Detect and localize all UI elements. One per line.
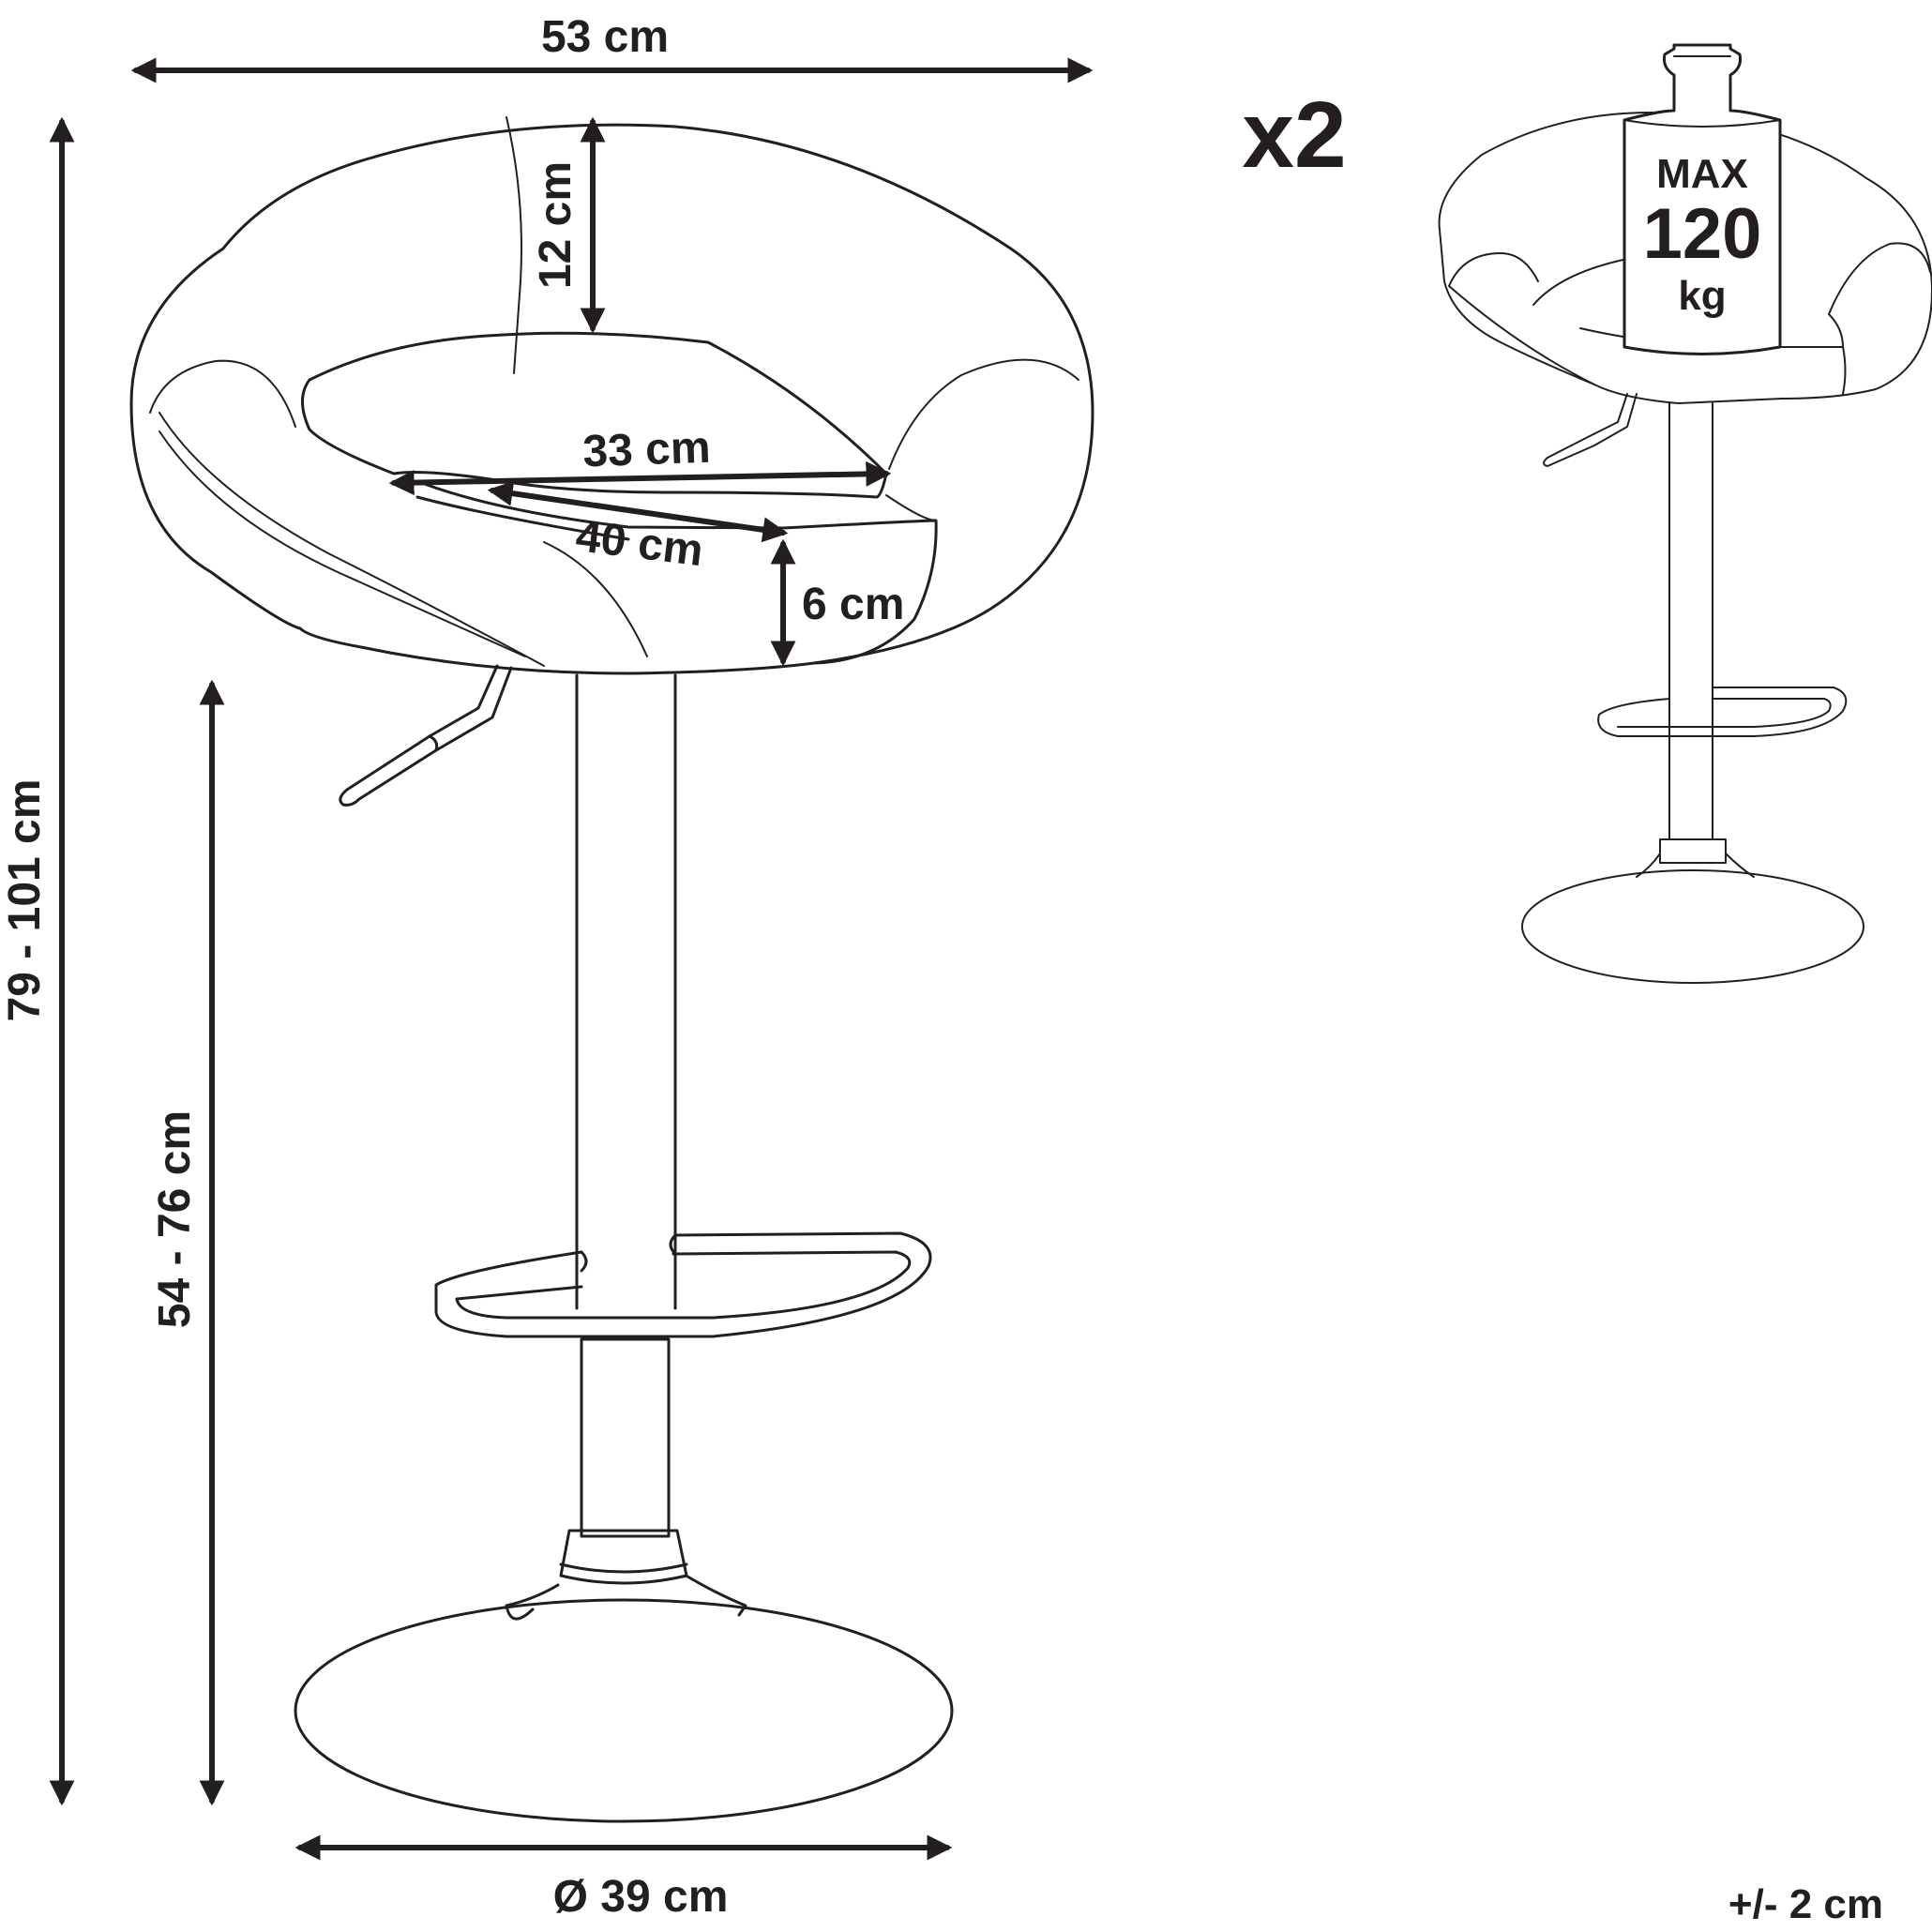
total-height-label: 79 - 101 cm [0,779,50,1022]
quantity-label: x2 [1242,83,1346,188]
seat-height-label: 54 - 76 cm [150,1110,200,1328]
tolerance-label: +/- 2 cm [1728,1881,1883,1927]
lower-column [580,1337,671,1538]
max-load-unit: kg [1678,273,1726,319]
backrest-height-label: 12 cm [531,161,581,289]
seat-thickness-label: 6 cm [802,580,904,629]
main-stool-drawing [129,116,1094,1823]
small-stool-drawing [1438,112,1932,984]
width-label: 53 cm [541,12,669,62]
weight-icon: MAX 120 kg [1623,43,1782,355]
stool-base [294,1598,954,1823]
small-foot-ring [1597,687,1848,737]
base-cone [505,1572,747,1621]
dimension-arrows [49,57,1094,1861]
seat-shell [129,123,1094,675]
base-collar [559,1529,688,1585]
seat-depth-arrow [487,480,789,543]
base-diameter-label: Ø 39 cm [553,1872,729,1922]
weight-bottle [1623,43,1782,355]
seat-width-arrow [388,460,892,496]
gas-lever [339,664,513,807]
foot-ring [434,1231,932,1338]
max-load-value: 120 [1643,194,1762,274]
small-stool-base [1521,869,1864,984]
max-label: MAX [1656,151,1748,197]
seat-width-label: 33 cm [582,423,712,477]
